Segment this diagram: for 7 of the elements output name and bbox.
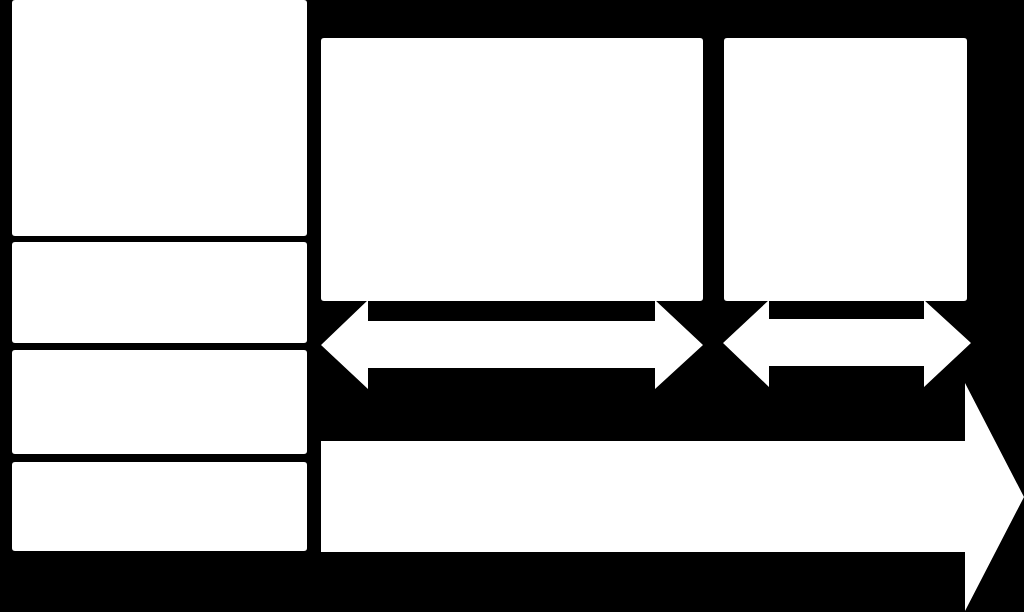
block-arrow: [321, 383, 1024, 611]
content-box: [12, 350, 307, 454]
content-box: [724, 38, 967, 301]
content-box: [12, 242, 307, 343]
content-box: [12, 462, 307, 551]
content-box: [321, 38, 703, 301]
content-box: [12, 0, 307, 236]
